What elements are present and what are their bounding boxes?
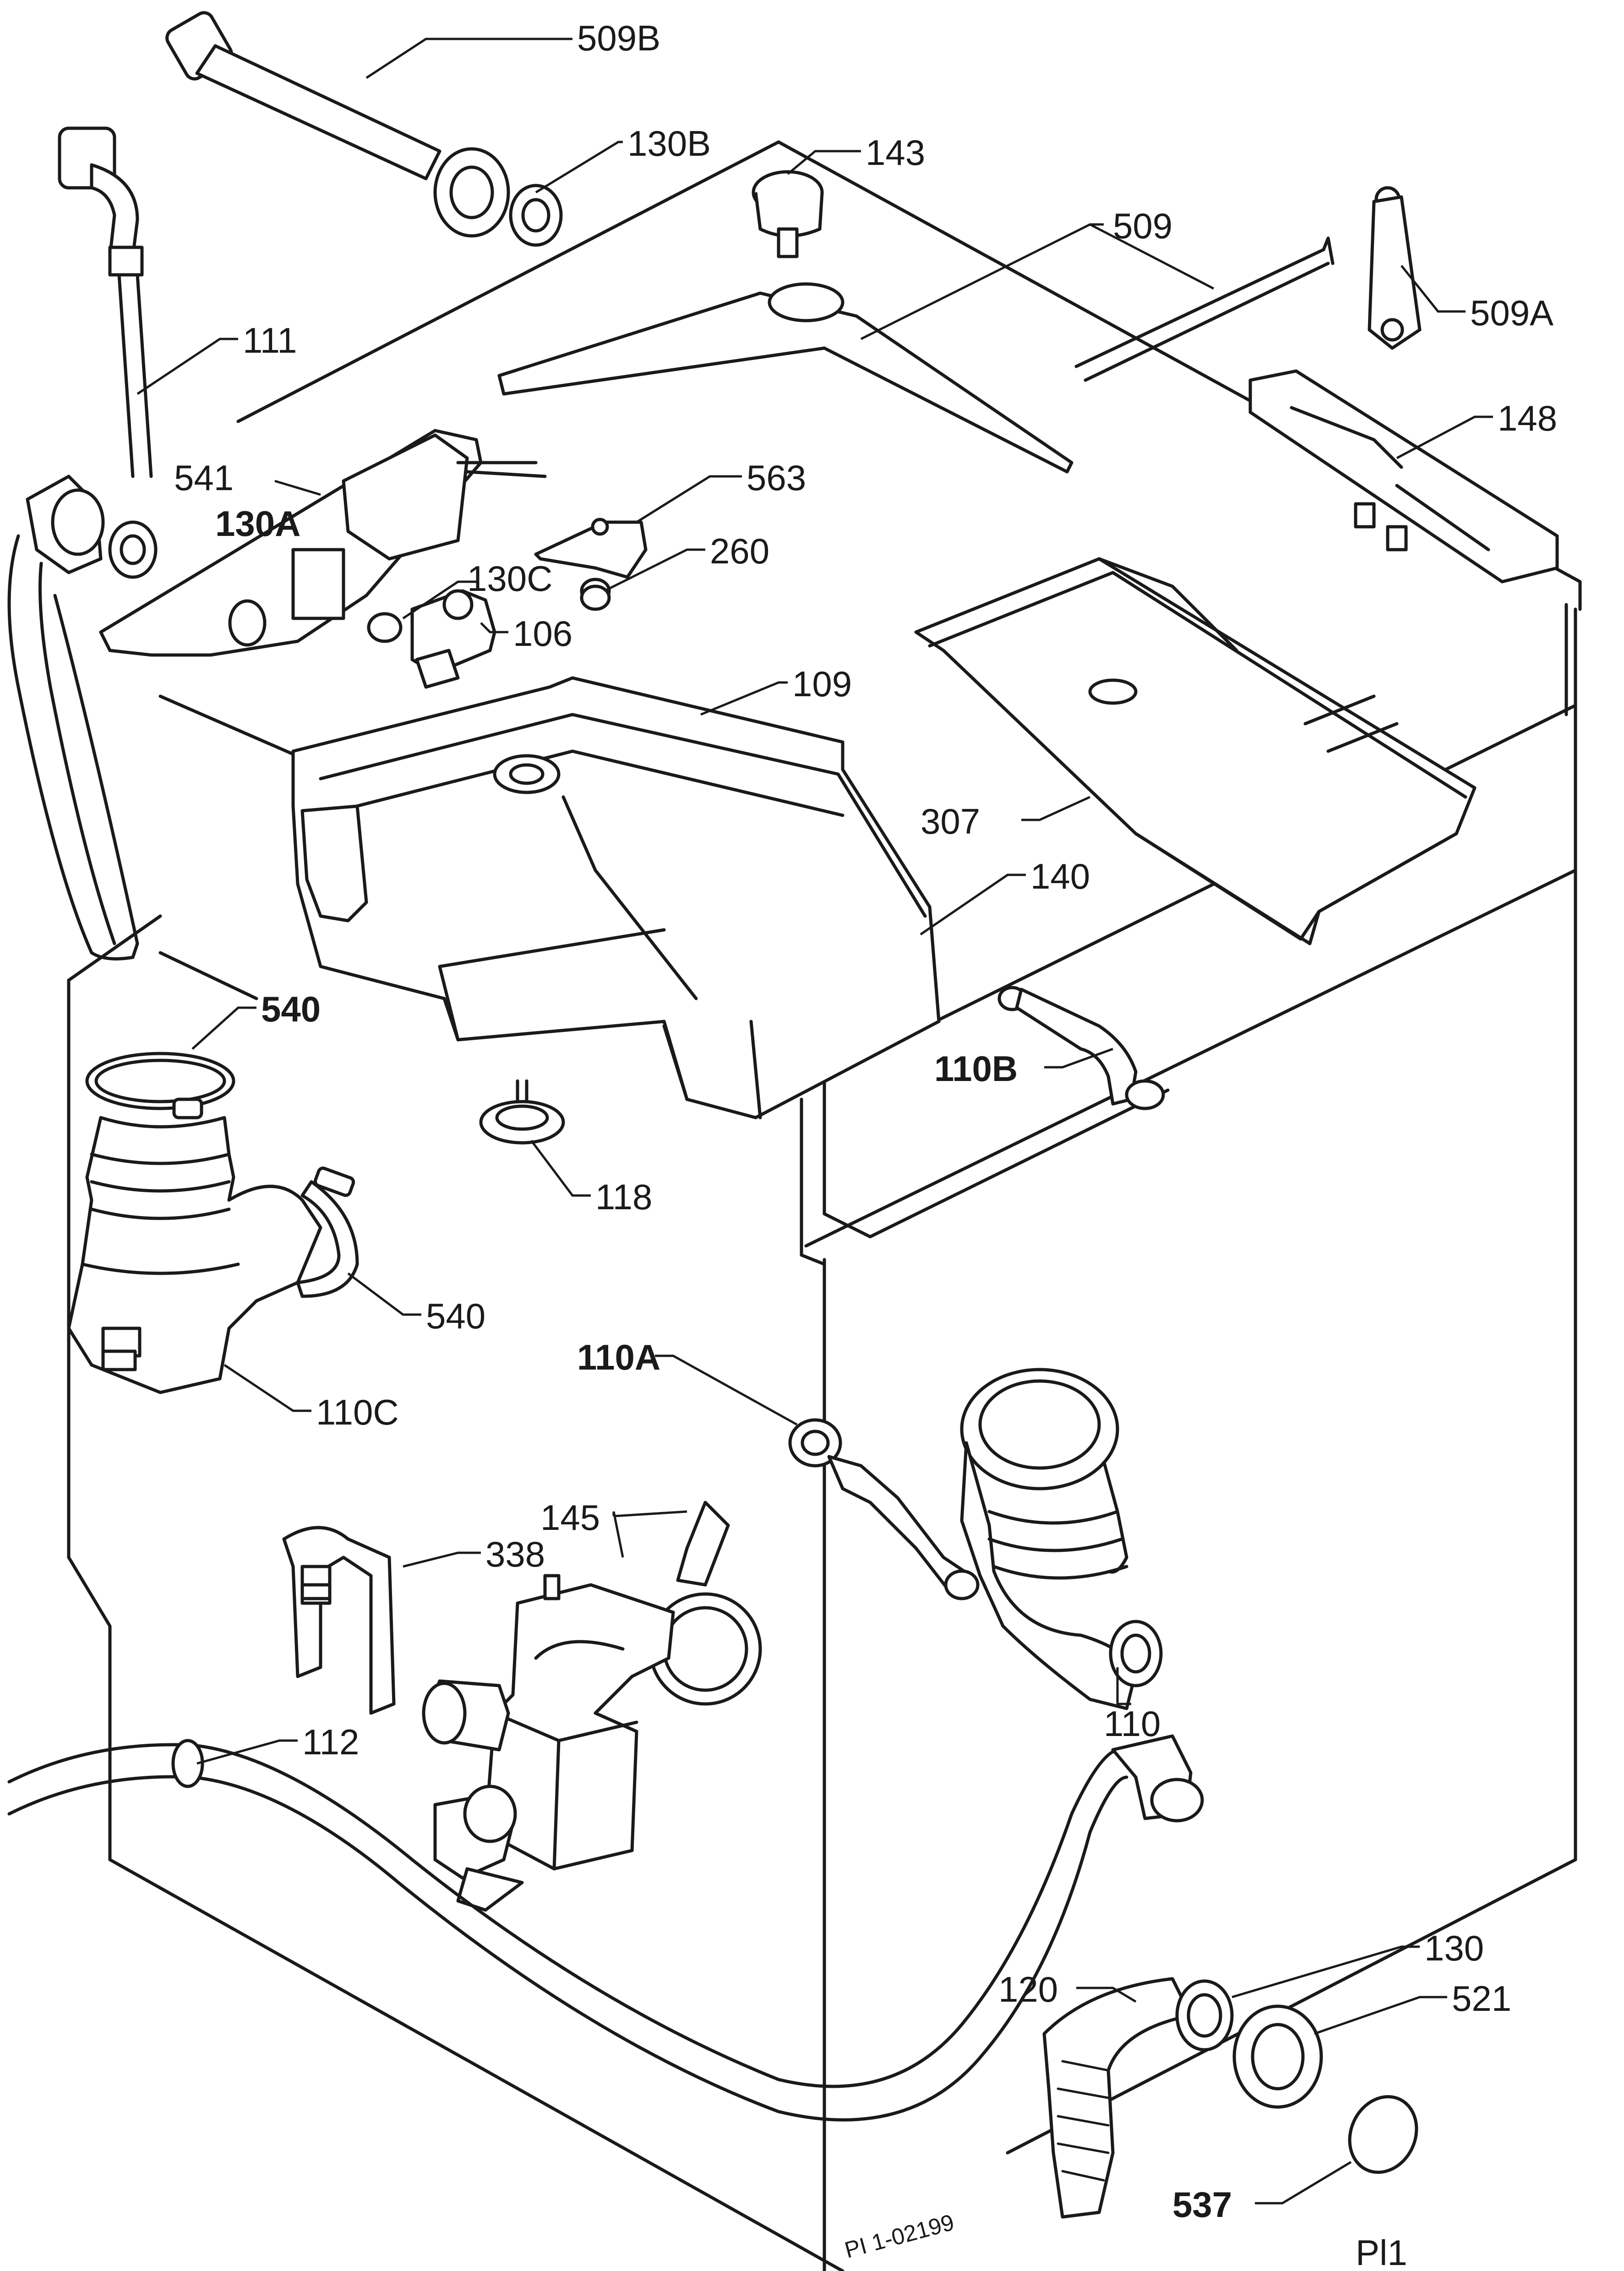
part-130-seal	[1175, 1979, 1234, 2052]
label-110b: 110B	[934, 1048, 1018, 1089]
part-118-cap	[479, 1079, 565, 1145]
label-143: 143	[866, 132, 925, 173]
label-145: 145	[540, 1497, 600, 1538]
label-110a: 110A	[577, 1337, 660, 1377]
callout-labels: 509B 130B 143 509 509A 111 541 130A 563 …	[174, 18, 1557, 2271]
label-338: 338	[485, 1534, 545, 1574]
part-509b-inlet-tube	[165, 11, 510, 238]
part-143-knob	[752, 170, 824, 258]
part-112-drain-hose	[7, 1734, 1204, 2122]
label-509: 509	[1113, 206, 1172, 246]
part-260-spring	[580, 578, 611, 611]
part-130c-106-valve	[367, 589, 496, 689]
label-118: 118	[595, 1177, 652, 1217]
cabinet-outline	[67, 140, 1582, 2271]
label-112: 112	[302, 1722, 359, 1762]
part-509a-lever	[1368, 186, 1422, 350]
part-109-140-dispenser-housing	[291, 676, 941, 1119]
part-540-lower-clamp	[296, 1166, 359, 1298]
part-110c-bellows	[67, 1116, 322, 1394]
part-540-upper-clamp	[85, 1052, 235, 1119]
label-521: 521	[1452, 1978, 1511, 2019]
part-537-cover	[1348, 2095, 1418, 2174]
label-307: 307	[921, 801, 980, 841]
part-307-detergent-drawer	[914, 557, 1477, 945]
label-537: 537	[1172, 2184, 1232, 2225]
label-540-upper: 540	[261, 989, 321, 1029]
label-140: 140	[1030, 856, 1090, 896]
label-563: 563	[747, 458, 806, 498]
part-521-cap	[1232, 2004, 1323, 2109]
part-110a-hose	[788, 1418, 980, 1600]
label-260: 260	[710, 531, 769, 571]
part-338-hose-clip	[282, 1526, 396, 1715]
part-541-valve-bracket	[99, 429, 547, 657]
label-130: 130	[1424, 1928, 1484, 1968]
label-111: 111	[243, 320, 297, 360]
label-110c: 110C	[316, 1392, 399, 1432]
plate-label: Pl1	[1356, 2233, 1407, 2271]
part-509-lever-arms	[497, 236, 1335, 474]
label-148: 148	[1498, 398, 1557, 438]
label-130a: 130A	[215, 503, 300, 544]
part-110b-hose	[997, 986, 1165, 1110]
label-509b: 509B	[577, 18, 660, 58]
part-111-inlet-hose	[58, 126, 153, 478]
part-563-flap	[534, 518, 648, 579]
leader-lines	[136, 38, 1493, 2205]
label-540-lower: 540	[426, 1296, 485, 1336]
part-145-pump-housing	[422, 1501, 762, 1912]
label-120: 120	[998, 1969, 1058, 2009]
part-130a-seal	[108, 520, 158, 579]
part-111-hose-lower	[7, 475, 139, 961]
part-110-drain-bellows	[960, 1368, 1163, 1710]
label-509a: 509A	[1470, 293, 1553, 333]
label-130b: 130B	[627, 123, 711, 164]
part-148-dispenser-bracket	[1248, 369, 1559, 584]
label-541: 541	[174, 458, 234, 498]
part-130b-seal	[509, 184, 563, 247]
label-109: 109	[792, 664, 852, 704]
label-106: 106	[513, 613, 572, 654]
label-110: 110	[1104, 1703, 1161, 1744]
label-130c: 130C	[467, 558, 552, 599]
drawing-code: PI 1-02199	[842, 2209, 957, 2263]
